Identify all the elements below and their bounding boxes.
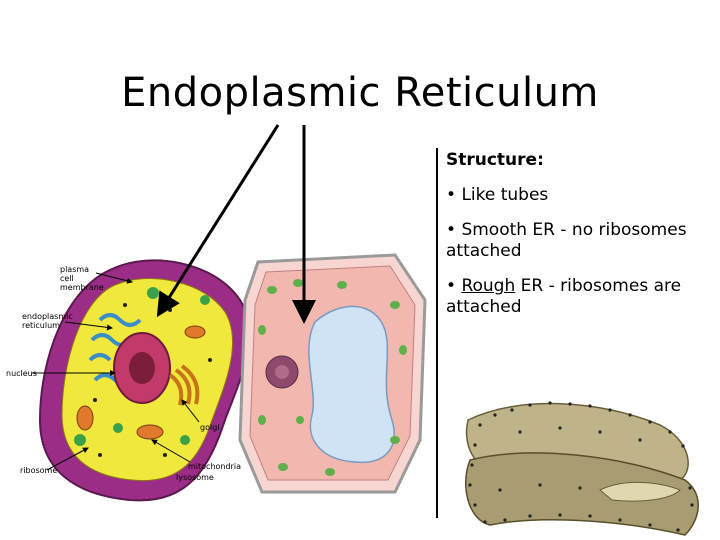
label-plasma-membrane: plasma cell membrane (60, 265, 104, 292)
bullet-text: Smooth ER - no ribosomes attached (446, 220, 687, 261)
arrow-to-animal-er (156, 124, 280, 318)
label-ribosome: ribosome (20, 466, 58, 475)
label-lysosome: lysosome (176, 473, 214, 482)
bullet-marker: • (446, 276, 462, 296)
structure-heading: Structure: (446, 150, 544, 170)
label-nucleus: nucleus (6, 369, 37, 378)
bullet-underlined-word: Rough (461, 276, 516, 296)
bullet-smooth-er: • Smooth ER - no ribosomes attached (446, 220, 706, 262)
bullet-text: Like tubes (461, 185, 549, 205)
label-mitochondria: mitochondria (188, 462, 241, 471)
bullet-marker: • (446, 220, 462, 240)
label-endoplasmic-reticulum: endoplasmic reticulum (22, 312, 73, 330)
bullet-like-tubes: • Like tubes (446, 185, 706, 206)
plant-cell-diagram (238, 253, 427, 494)
bullet-text: ER - ribosomes are attached (446, 276, 682, 317)
rough-er-illustration (465, 401, 699, 536)
label-golgi: golgi (200, 423, 220, 432)
bullet-rough-er: • Rough ER - ribosomes are attached (446, 276, 706, 318)
structure-panel: Structure: • Like tubes • Smooth ER - no… (446, 150, 706, 332)
bullet-marker: • (446, 185, 462, 205)
slide-title: Endoplasmic Reticulum (121, 70, 599, 116)
vertical-divider (436, 148, 438, 518)
animal-cell-diagram (32, 259, 251, 502)
